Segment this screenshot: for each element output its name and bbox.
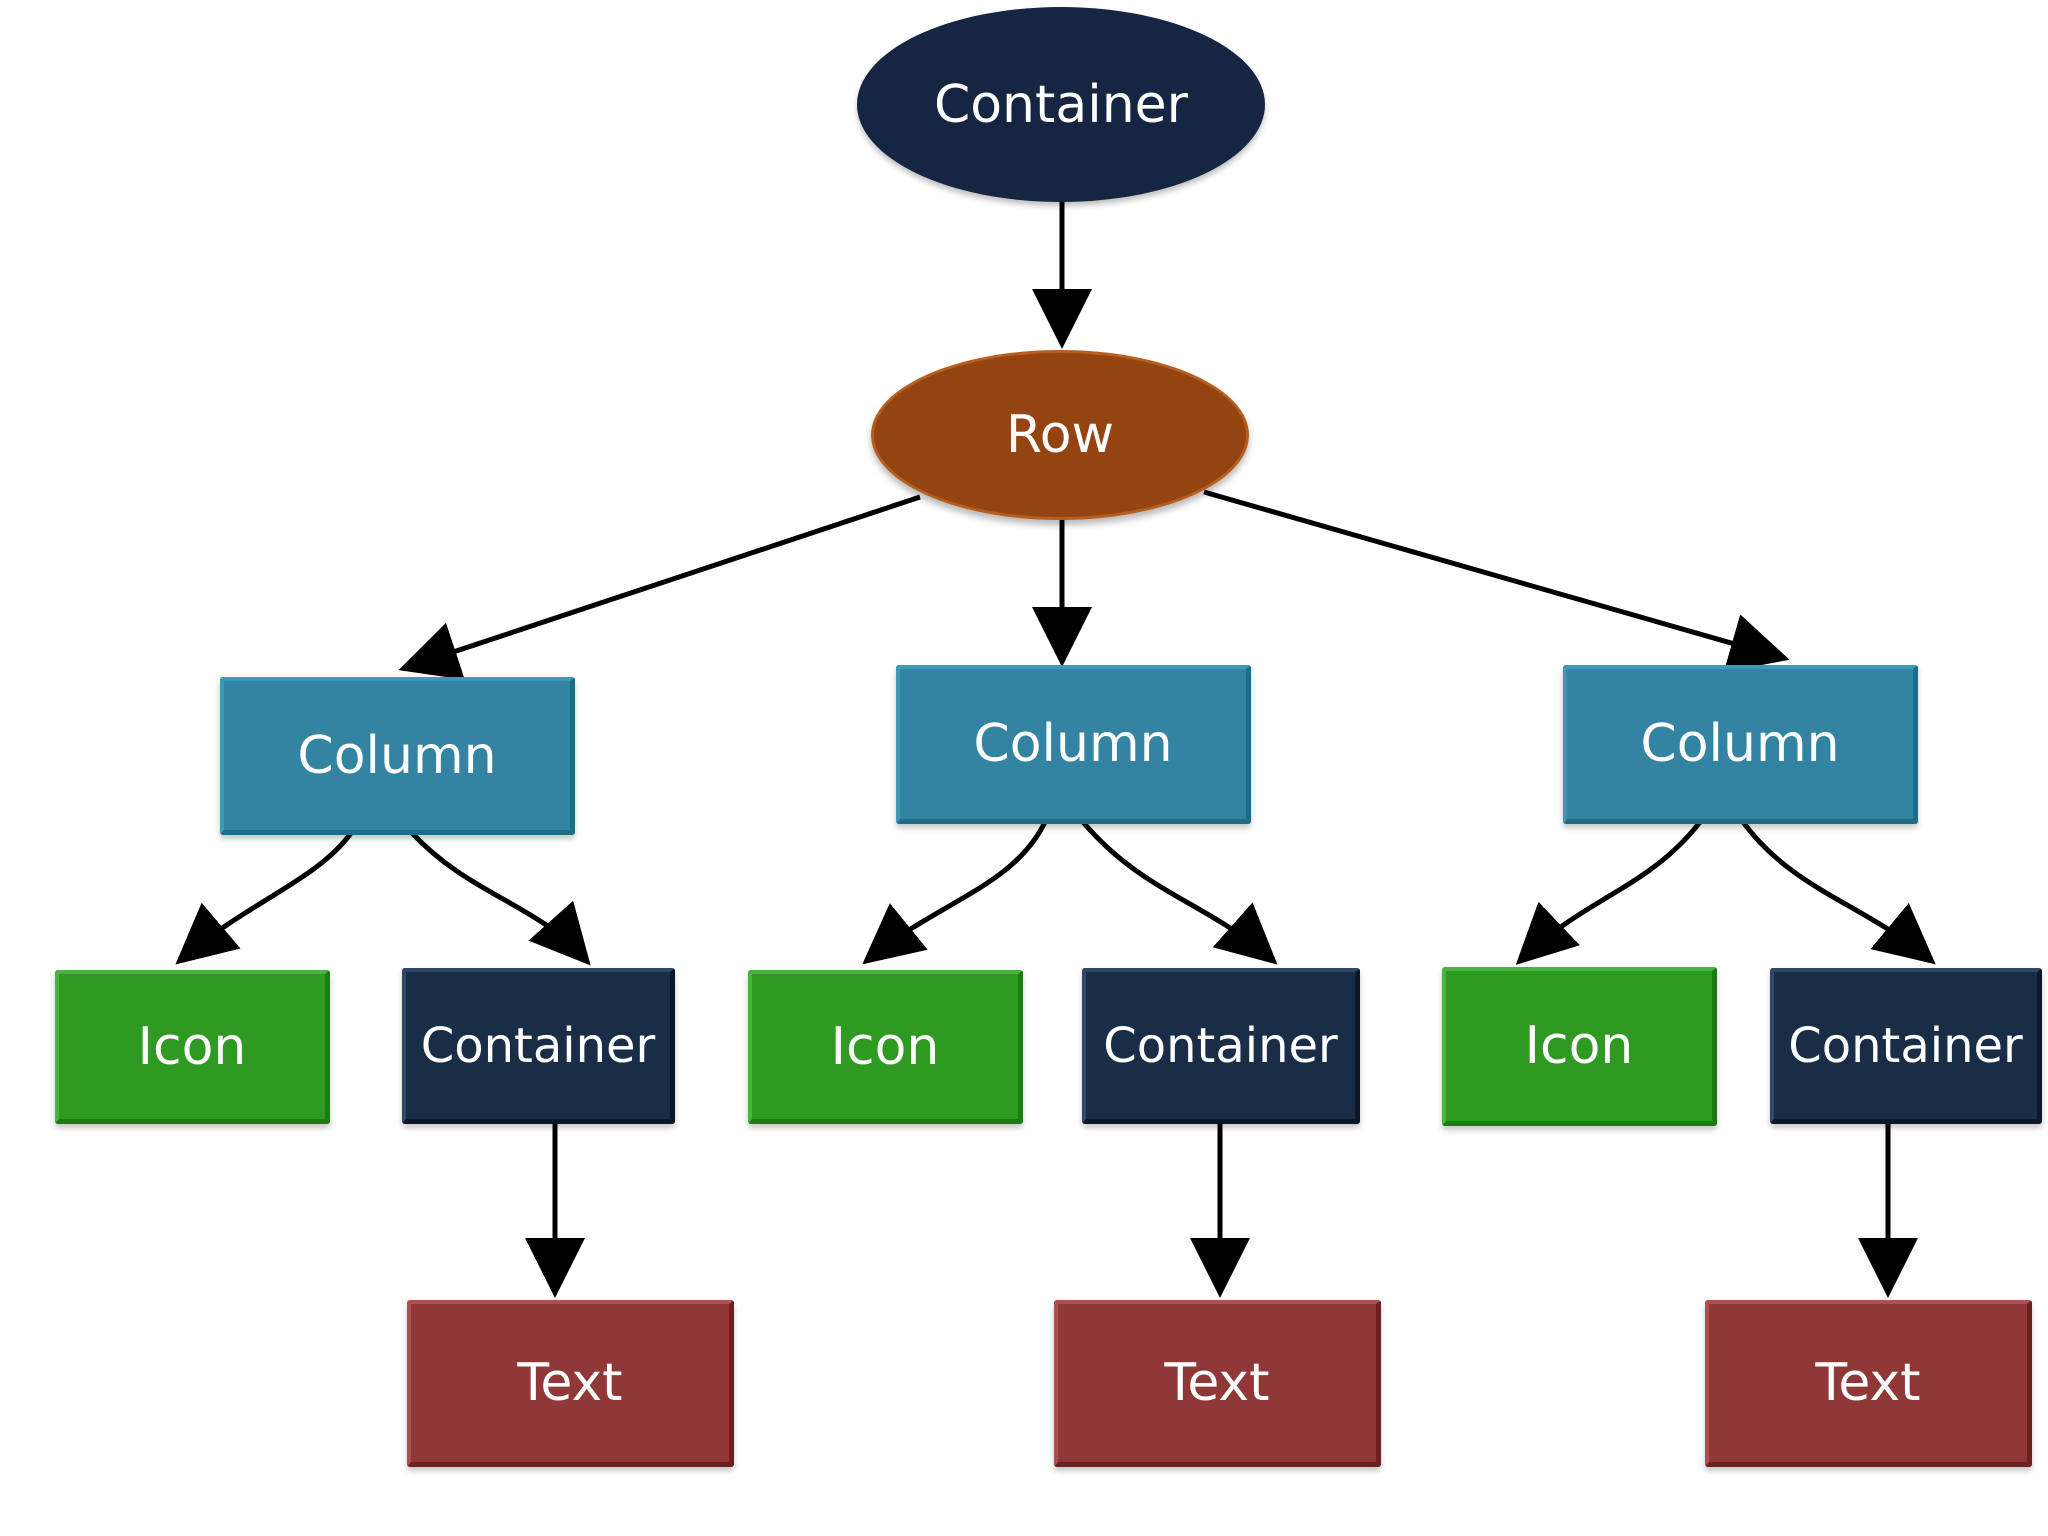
container-node-1: Container	[402, 968, 675, 1124]
icon-node-2: Icon	[748, 970, 1023, 1124]
text-node-1: Text	[407, 1300, 734, 1467]
root-container-label: Container	[933, 74, 1189, 135]
column-node-3: Column	[1563, 665, 1918, 824]
column-3-to-container-3-connector	[1740, 820, 1936, 965]
column-3-to-icon-3-connector	[1515, 820, 1702, 965]
root-container-node: Container	[857, 7, 1265, 202]
column-2-to-container-2-connector	[1081, 820, 1278, 965]
text-node-2: Text	[1054, 1300, 1381, 1467]
column-2-to-icon-2-connector	[862, 820, 1048, 965]
icon-3-label: Icon	[1524, 1016, 1634, 1076]
column-1-label: Column	[297, 725, 497, 786]
container-1-label: Container	[420, 1017, 656, 1074]
column-node-1: Column	[220, 677, 575, 835]
icon-1-label: Icon	[137, 1016, 247, 1077]
container-node-3: Container	[1770, 968, 2042, 1124]
row-label: Row	[1005, 405, 1115, 465]
column-1-to-icon-1-connector	[175, 831, 354, 965]
row-node: Row	[871, 350, 1249, 520]
column-3-label: Column	[1640, 714, 1840, 774]
text-3-label: Text	[1815, 1353, 1921, 1413]
column-node-2: Column	[896, 665, 1251, 824]
text-1-label: Text	[517, 1353, 623, 1413]
column-1-to-container-1-connector	[410, 831, 591, 966]
icon-node-1: Icon	[55, 970, 330, 1124]
column-2-label: Column	[973, 714, 1173, 774]
icon-2-label: Icon	[830, 1016, 940, 1077]
icon-node-3: Icon	[1442, 967, 1717, 1126]
row-to-column-1-connector	[398, 494, 921, 680]
container-node-2: Container	[1082, 968, 1360, 1124]
text-2-label: Text	[1164, 1353, 1270, 1413]
container-2-label: Container	[1103, 1017, 1338, 1074]
container-3-label: Container	[1788, 1017, 2023, 1074]
text-node-3: Text	[1705, 1300, 2032, 1467]
row-to-column-3-connector	[1203, 489, 1790, 673]
